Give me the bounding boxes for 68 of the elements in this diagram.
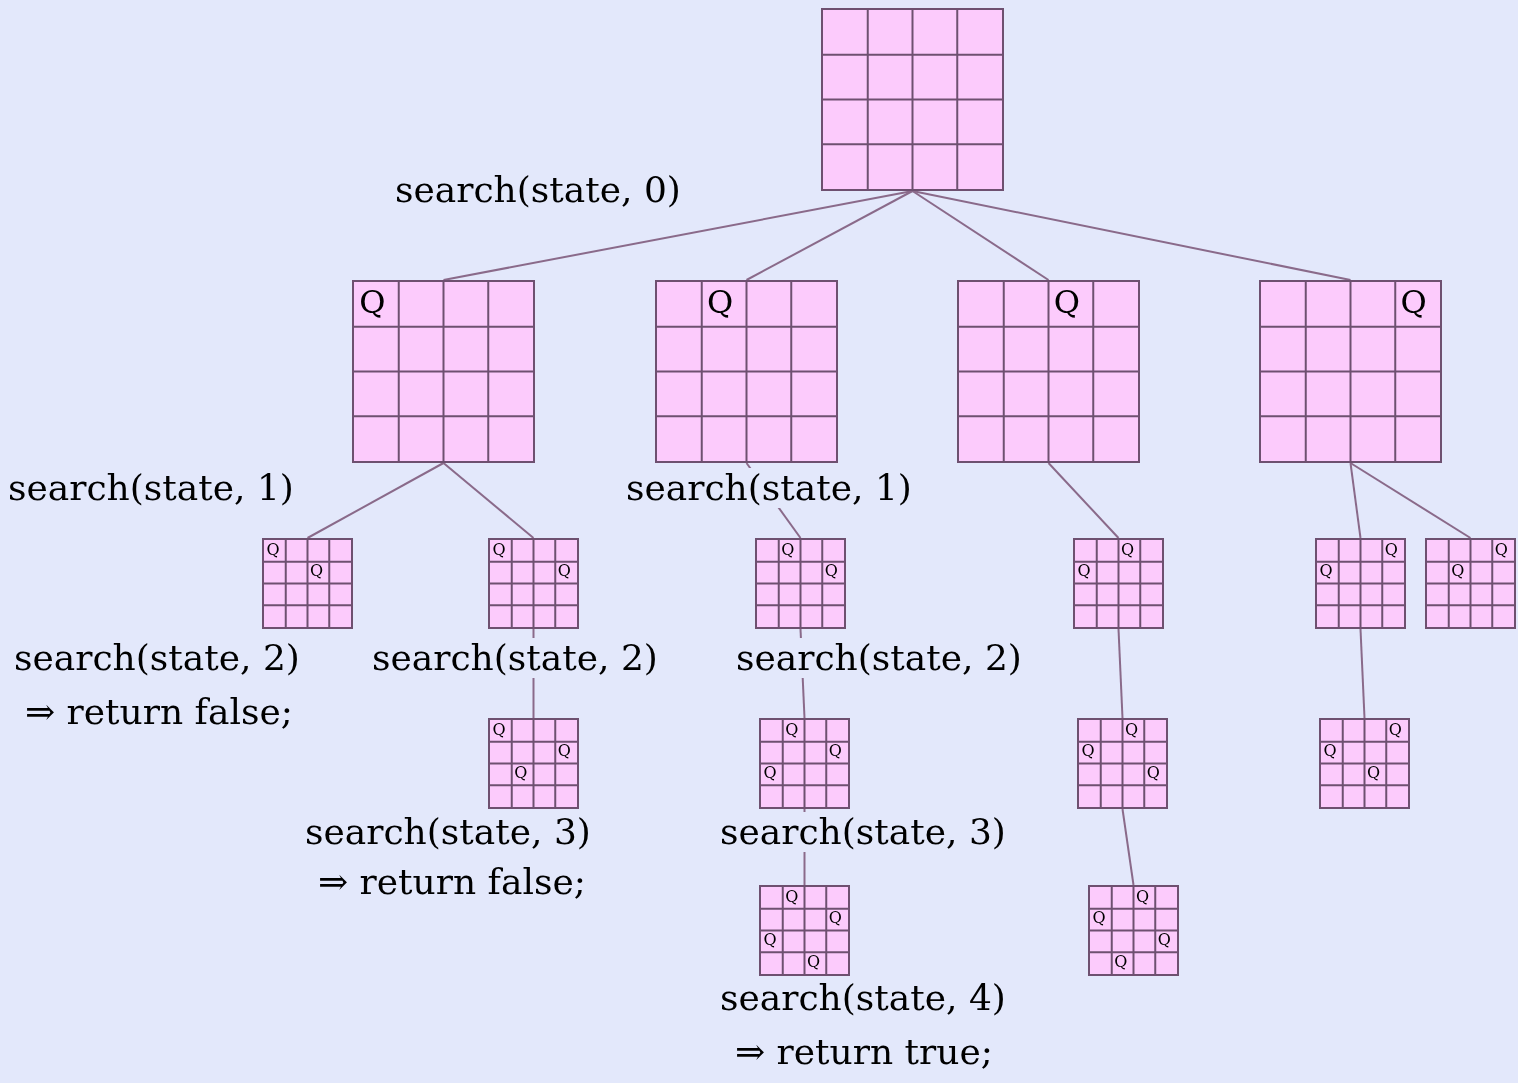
queen-label: Q — [1451, 563, 1465, 580]
queen-label: Q — [1136, 888, 1150, 905]
queen-label: Q — [359, 285, 386, 318]
queen-label: Q — [1323, 743, 1337, 760]
tree-edge — [1349, 462, 1472, 539]
queen-label: Q — [763, 765, 777, 782]
chessboard — [1077, 718, 1168, 809]
tree-edge — [911, 190, 1050, 281]
queen-label: Q — [1125, 721, 1139, 738]
queen-label: Q — [828, 743, 842, 760]
tree-edge — [1117, 628, 1124, 719]
queen-label: Q — [807, 954, 821, 970]
queen-label: Q — [1121, 541, 1135, 558]
queen-label: Q — [763, 932, 777, 949]
chessboard — [759, 885, 850, 976]
chessboard — [1425, 538, 1516, 629]
chessboard — [488, 538, 579, 629]
queen-label: Q — [785, 721, 799, 738]
queen-label: Q — [1388, 721, 1402, 738]
queen-label: Q — [492, 721, 506, 738]
tree-edge — [1349, 462, 1362, 539]
chessboard — [1259, 280, 1442, 463]
chessboard — [1088, 885, 1179, 976]
queen-label: Q — [310, 563, 324, 580]
queen-label: Q — [1114, 954, 1128, 970]
chessboard — [957, 280, 1140, 463]
queen-label: Q — [1092, 910, 1106, 927]
queen-label: Q — [785, 888, 799, 905]
queen-label: Q — [266, 541, 280, 558]
queen-label: Q — [1157, 932, 1171, 949]
chessboard — [352, 280, 535, 463]
call-label: search(state, 3) — [720, 812, 1006, 852]
queen-label: Q — [828, 910, 842, 927]
chessboard — [759, 718, 850, 809]
chessboard — [488, 718, 579, 809]
chessboard — [1073, 538, 1164, 629]
queen-label: Q — [1494, 541, 1508, 558]
queen-label: Q — [1319, 563, 1333, 580]
tree-edge — [306, 462, 445, 539]
chessboard — [755, 538, 846, 629]
queen-label: Q — [1384, 541, 1398, 558]
queen-label: Q — [781, 541, 795, 558]
call-label: search(state, 2) — [736, 638, 1022, 678]
tree-edge — [745, 190, 914, 281]
queen-label: Q — [557, 563, 571, 580]
queen-label: Q — [1367, 765, 1381, 782]
queen-label: Q — [514, 765, 528, 782]
chessboard — [655, 280, 838, 463]
queen-label: Q — [1146, 765, 1160, 782]
chessboard — [262, 538, 353, 629]
tree-edge — [1047, 462, 1120, 539]
chessboard — [1315, 538, 1406, 629]
queen-label: Q — [707, 285, 734, 318]
chessboard — [1319, 718, 1410, 809]
queen-label: Q — [1081, 743, 1095, 760]
call-label: search(state, 2) — [372, 638, 658, 678]
queen-label: Q — [824, 563, 838, 580]
tree-edge — [442, 462, 535, 539]
call-label: search(state, 1) — [626, 468, 912, 508]
queen-label: Q — [492, 541, 506, 558]
tree-edge — [1121, 808, 1135, 886]
chessboard — [821, 8, 1004, 191]
queen-label: Q — [1053, 285, 1081, 318]
queen-label: Q — [557, 743, 571, 760]
queen-label: Q — [1077, 563, 1091, 580]
queen-label: Q — [1400, 285, 1427, 318]
tree-edge — [911, 190, 1352, 281]
tree-edge — [1359, 628, 1366, 719]
